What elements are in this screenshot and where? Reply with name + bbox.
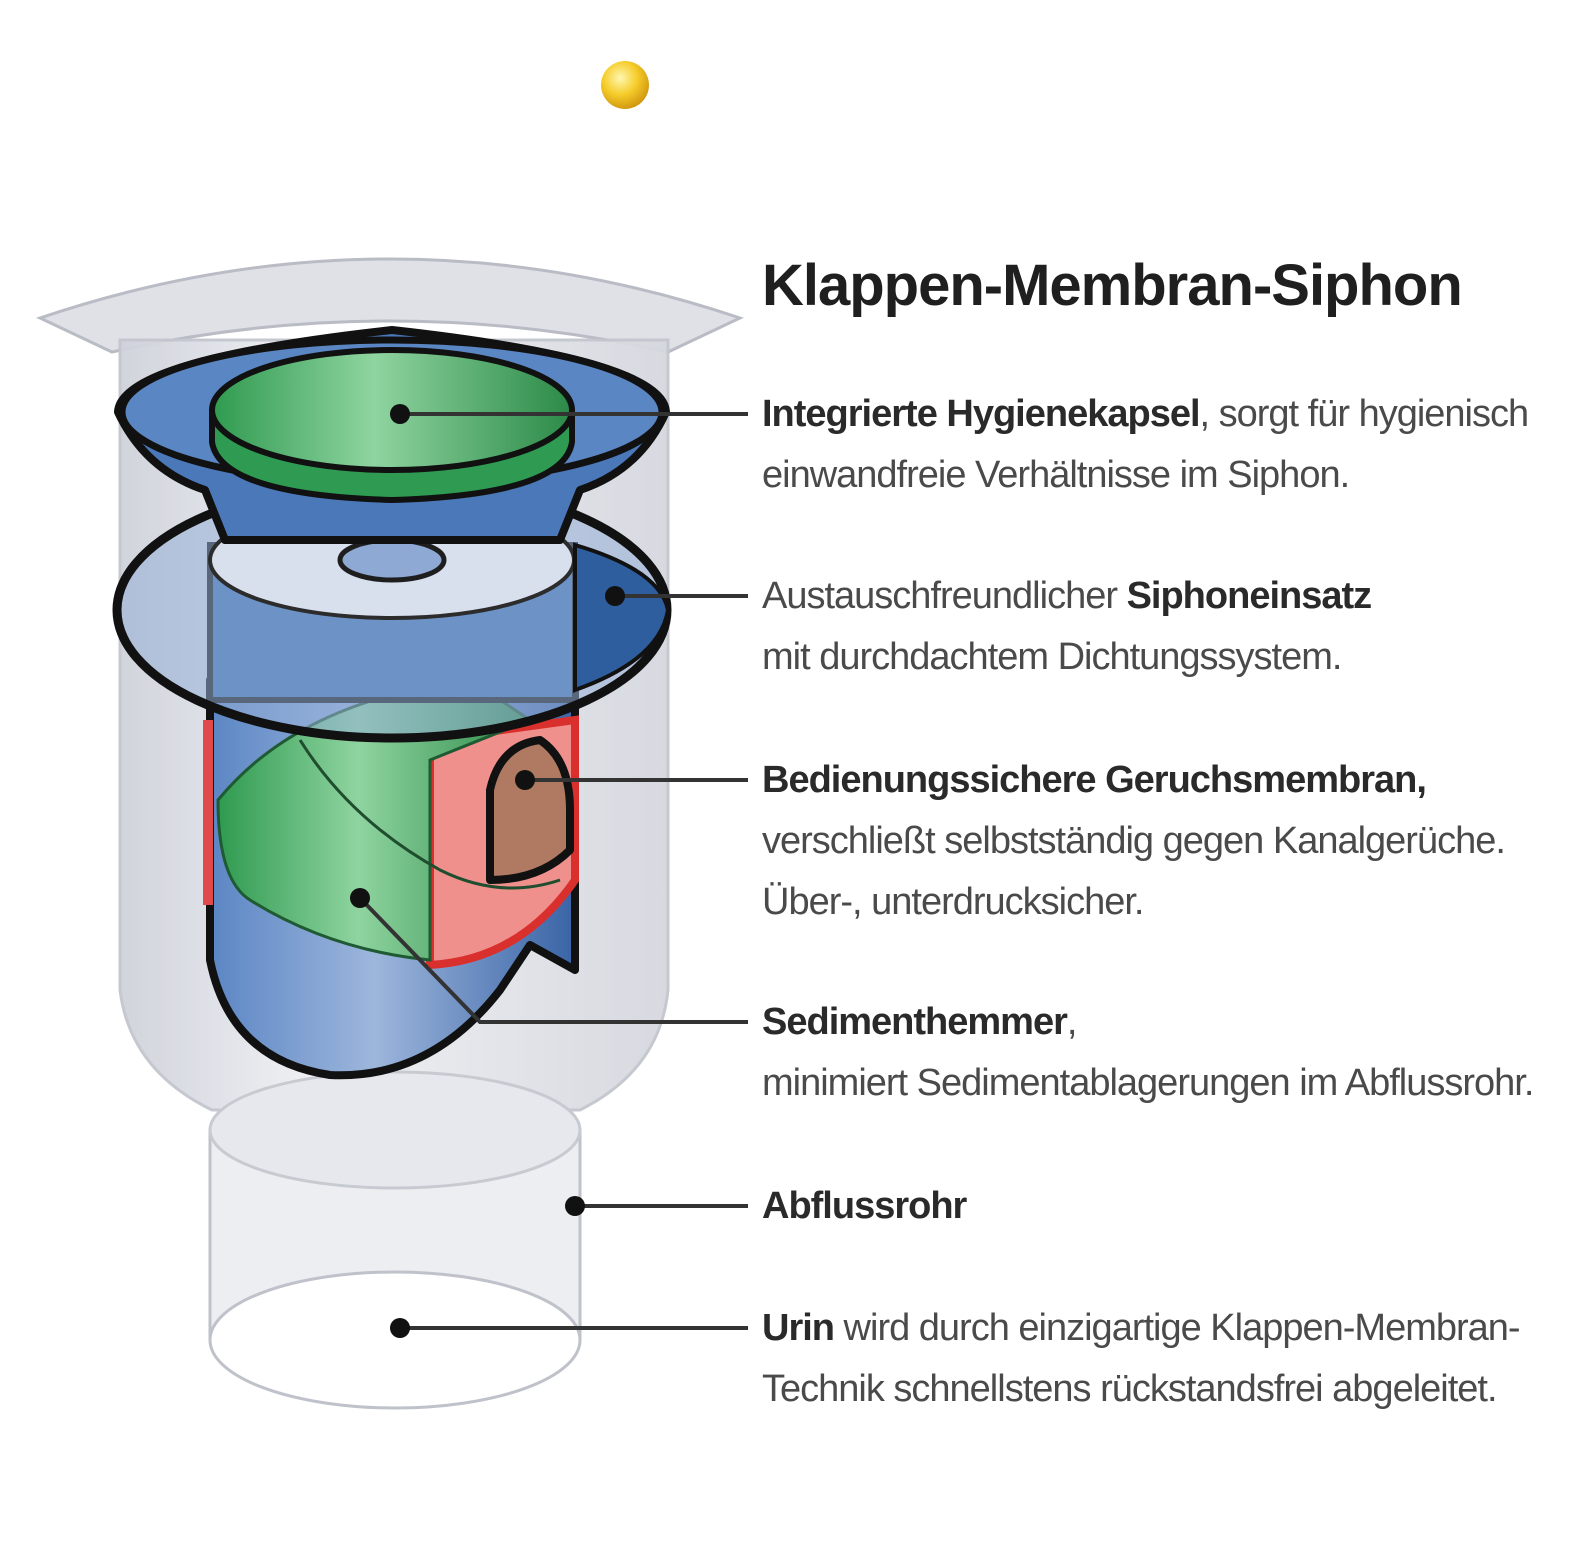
label-sediment-inhibitor: Sedimenthemmer, minimiert Sedimentablage… [762, 992, 1534, 1114]
label-bold: Sedimenthemmer [762, 1001, 1068, 1043]
label-odor-membrane: Bedienungssichere Geruchsmembran, versch… [762, 750, 1506, 933]
callout-dot-capsule [390, 404, 410, 424]
drain-pipe-opening [208, 1270, 582, 1410]
label-siphon-insert: Austauschfreundlicher Siphoneinsatz mit … [762, 566, 1373, 688]
label-line: verschließt selbstständig gegen Kanalger… [762, 820, 1506, 862]
label-bold: Abflussrohr [762, 1185, 967, 1227]
label-text: , sorgt für hygienisch [1199, 393, 1530, 435]
indicator-dot [601, 61, 649, 109]
callout-dot-pipe [565, 1196, 585, 1216]
label-urine: Urin wird durch einzigartige Klappen-Mem… [762, 1298, 1521, 1420]
label-line: einwandfreie Verhältnisse im Siphon. [762, 454, 1350, 496]
callout-line-sediment [358, 896, 748, 1024]
label-hygiene-capsule: Integrierte Hygienekapsel, sorgt für hyg… [762, 384, 1530, 506]
insert-center-hole [337, 537, 447, 583]
callout-dot-sediment [350, 888, 370, 908]
odor-membrane [486, 736, 574, 884]
callout-dot-membrane [515, 770, 535, 790]
callout-dot-insert [605, 586, 625, 606]
insert-right-blue [573, 542, 671, 693]
label-text: Austauschfreundlicher [762, 575, 1127, 617]
callout-dot-urine [390, 1318, 410, 1338]
label-text: , [1066, 1001, 1078, 1043]
label-drain-pipe: Abflussrohr [762, 1176, 967, 1237]
label-line: mit durchdachtem Dichtungssystem. [762, 636, 1342, 678]
label-bold: Integrierte Hygienekapsel [762, 393, 1201, 435]
label-bold: Urin [762, 1307, 835, 1349]
label-line: Technik schnellstens rückstandsfrei abge… [762, 1368, 1498, 1410]
sediment-inhibitor-curve [298, 739, 561, 890]
label-bold: Siphoneinsatz [1126, 575, 1373, 617]
label-line: Über-, unterdrucksicher. [762, 881, 1144, 923]
drain-pipe-top-rim [208, 1070, 582, 1190]
label-bold: Bedienungssichere Geruchsmembran, [762, 759, 1427, 801]
diagram-title: Klappen-Membran-Siphon [762, 253, 1463, 318]
label-text: wird durch einzigartige Klappen-Membran- [834, 1307, 1521, 1349]
housing-flange [35, 257, 745, 354]
label-line: minimiert Sedimentablagerungen im Abflus… [762, 1062, 1534, 1104]
